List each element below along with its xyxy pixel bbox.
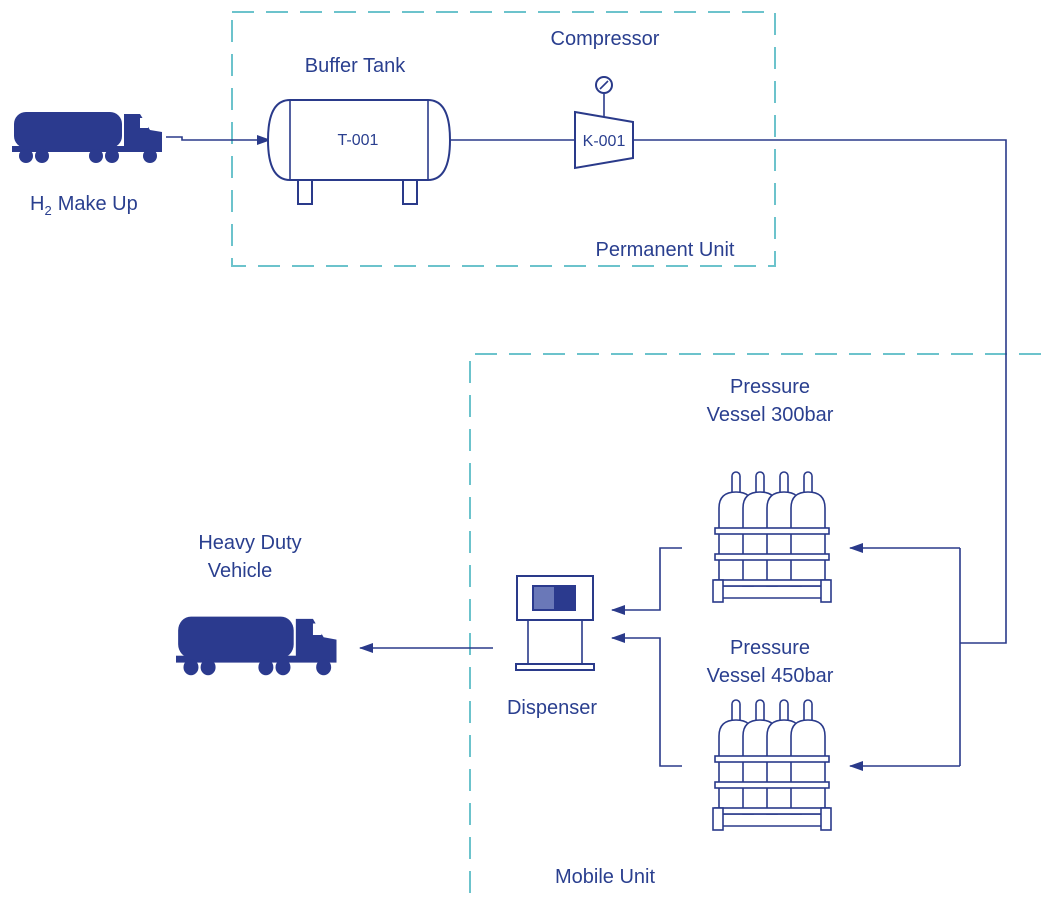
vessel-450-label-line2: Vessel 450bar: [707, 665, 834, 687]
gas-cylinder-rack-icon: [712, 699, 832, 831]
makeup-to-tank-line: [166, 135, 271, 145]
buffer-tank-tag: T-001: [338, 132, 379, 149]
tank-icon: [266, 99, 452, 205]
permanent-unit-boundary: [231, 11, 776, 267]
vessel450-to-dispenser-line: [611, 633, 682, 767]
dispenser-icon: [515, 575, 595, 671]
truck-icon: [176, 616, 337, 676]
gas-cylinder-rack-icon: [712, 471, 832, 603]
pressure-gauge-icon: [595, 76, 613, 117]
compressor-discharge-line: [633, 139, 1007, 644]
mobile-unit-label: Mobile Unit: [555, 866, 655, 888]
compressor-icon: [574, 110, 634, 170]
buffer-tank-label: Buffer Tank: [305, 55, 406, 77]
vehicle-label-line2: Vehicle: [208, 560, 273, 582]
compressor-tag: K-001: [583, 133, 626, 150]
vessel-300-label-line1: Pressure: [730, 376, 810, 398]
vessel300-to-dispenser-line: [611, 547, 682, 615]
vehicle-label-line1: Heavy Duty: [198, 532, 301, 554]
vessel-450-label-line1: Pressure: [730, 637, 810, 659]
truck-icon: [12, 112, 162, 163]
mobile-unit-boundary: [469, 353, 1041, 896]
compressor-label: Compressor: [551, 28, 660, 50]
dispenser-label: Dispenser: [507, 697, 597, 719]
vessel-300-label-line2: Vessel 300bar: [707, 404, 834, 426]
permanent-unit-label: Permanent Unit: [596, 239, 735, 261]
